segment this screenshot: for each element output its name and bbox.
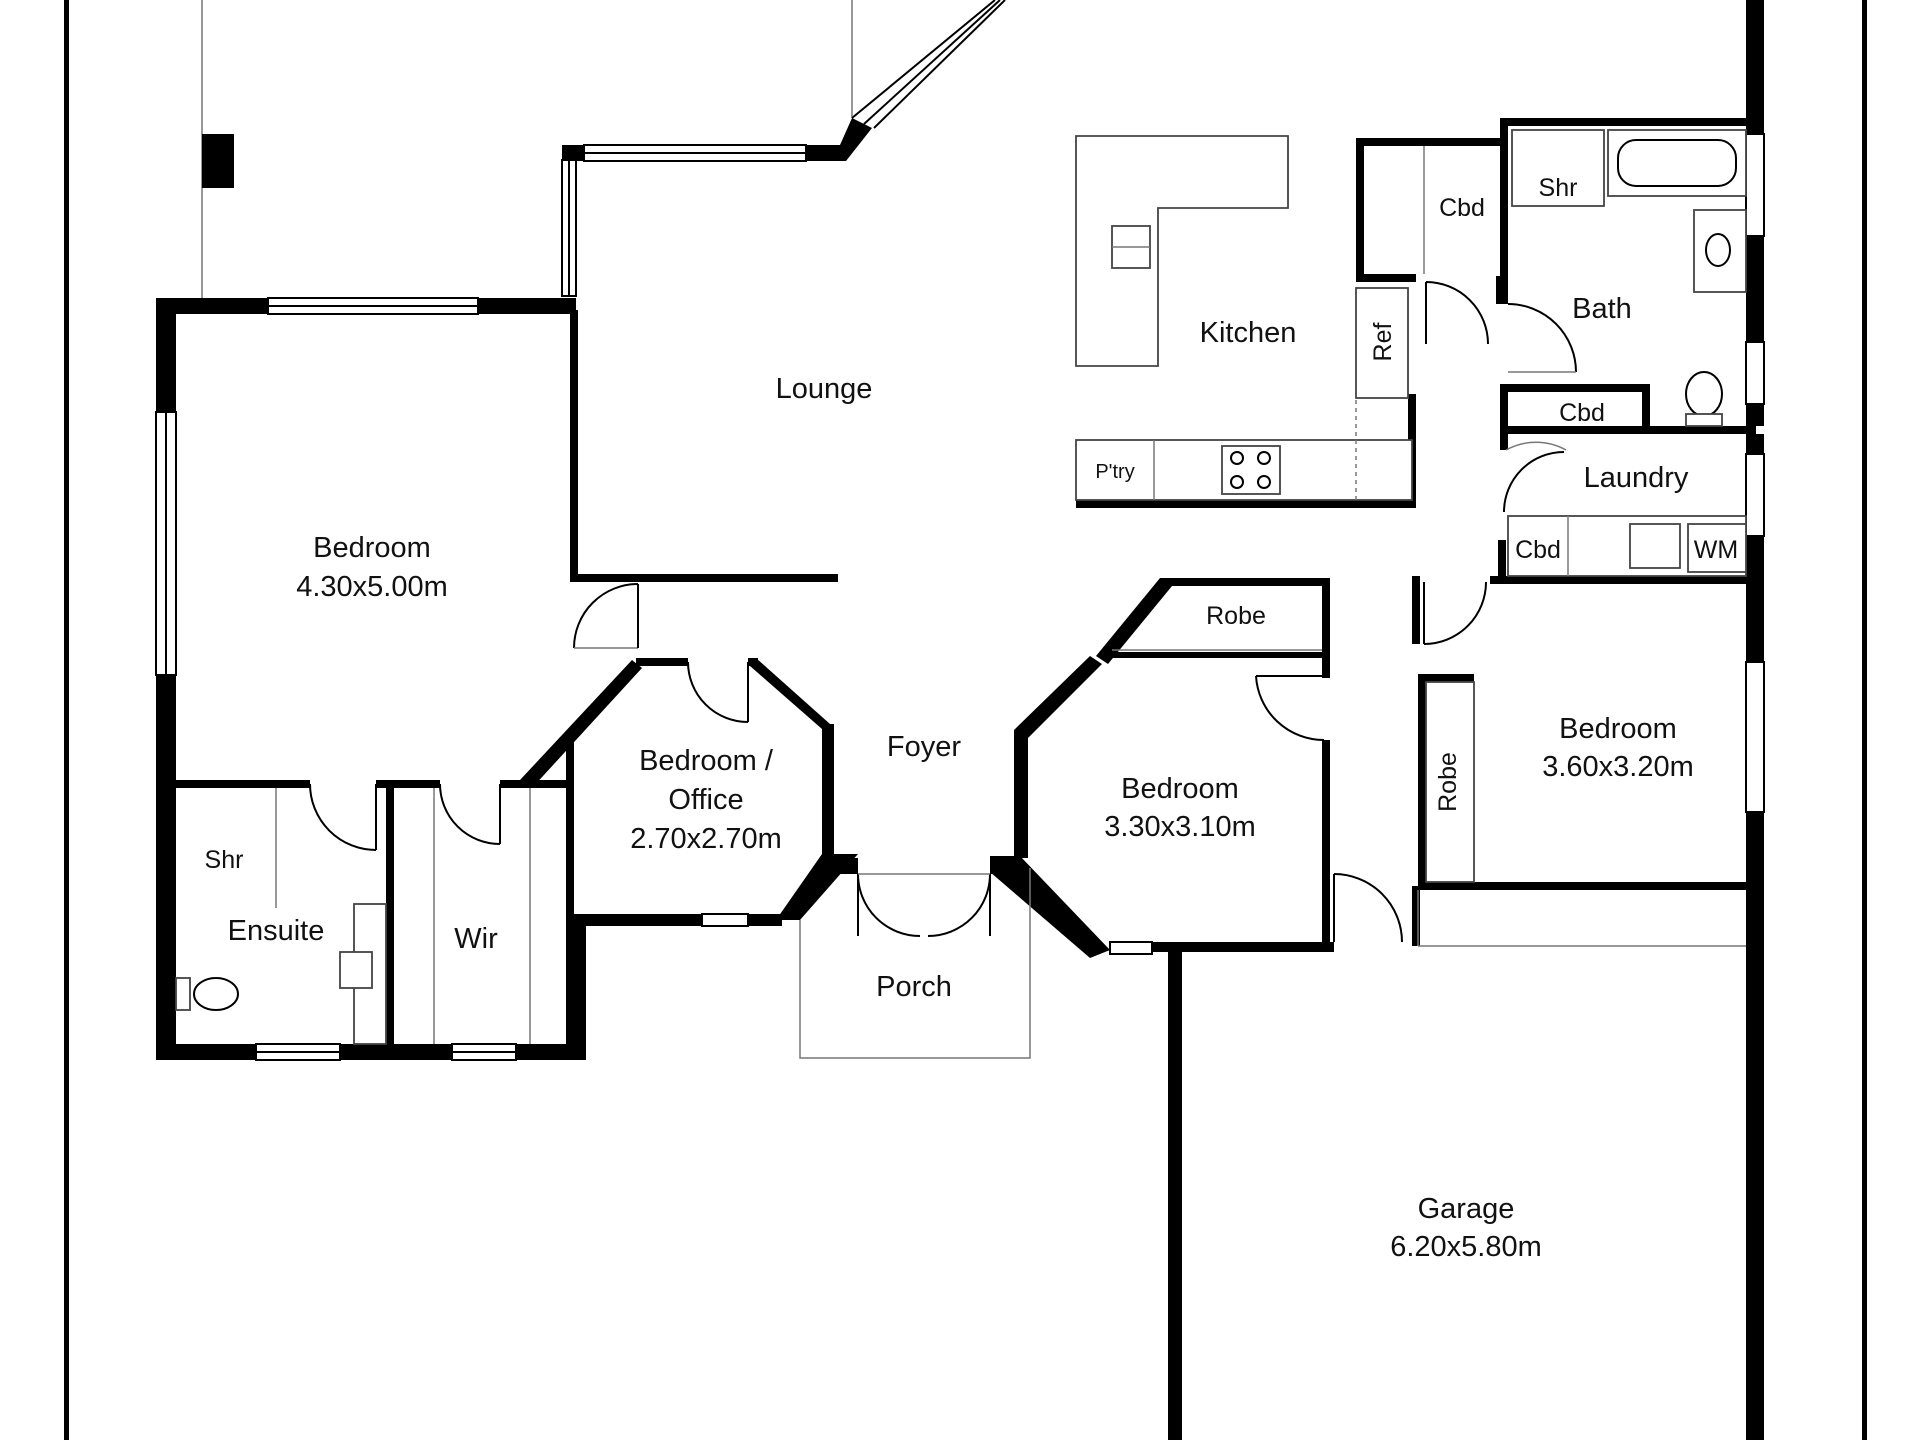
label-ensuite: Ensuite (228, 915, 325, 947)
label-bath: Bath (1572, 293, 1632, 325)
label-laundry: Laundry (1584, 462, 1689, 494)
cooktop (1221, 445, 1281, 495)
doors (309, 281, 1577, 943)
shower-bath (1511, 129, 1605, 207)
label-pantry: P'try (1095, 461, 1134, 483)
label-ref: Ref (1369, 322, 1397, 361)
ensuite-toilet-icon (193, 977, 239, 1011)
label-bedroom-center-size: 3.30x3.10m (1104, 811, 1256, 843)
toilet-icon (1685, 371, 1723, 417)
label-bedroom-right-size: 3.60x3.20m (1542, 751, 1694, 783)
vanity (1693, 209, 1747, 293)
label-kitchen: Kitchen (1200, 317, 1297, 349)
label-office-line2: Office (668, 784, 743, 816)
washing-machine (1687, 523, 1747, 573)
label-wir: Wir (454, 923, 498, 955)
kitchen-island (1075, 135, 1289, 367)
label-office-line1: Bedroom / (639, 745, 774, 777)
label-cbd-laundry-bottom: Cbd (1515, 536, 1561, 564)
label-robe-right: Robe (1434, 752, 1462, 812)
page-border (64, 0, 1867, 1440)
label-lounge: Lounge (776, 373, 873, 405)
post (202, 134, 234, 188)
fridge (1355, 287, 1409, 399)
label-cbd-bath: Cbd (1439, 194, 1485, 222)
label-porch: Porch (876, 971, 952, 1003)
label-bedroom-main: Bedroom (313, 532, 431, 564)
label-robe-center: Robe (1206, 602, 1266, 630)
label-cbd-laundry-top: Cbd (1559, 399, 1605, 427)
label-wm: WM (1694, 536, 1738, 564)
label-bedroom-center: Bedroom (1121, 773, 1239, 805)
label-garage-size: 6.20x5.80m (1390, 1231, 1542, 1263)
walls (156, 0, 1764, 1440)
alfresco-outline (201, 0, 1006, 298)
fixtures (175, 129, 1747, 1059)
label-shr-ensuite: Shr (205, 846, 244, 874)
label-office-size: 2.70x2.70m (630, 823, 782, 855)
labels: Lounge Kitchen Ref P'try Cbd Shr Bath Cb… (205, 174, 1739, 1263)
label-bedroom-main-size: 4.30x5.00m (296, 571, 448, 603)
laundry-tub (1629, 523, 1681, 569)
label-shr-bath: Shr (1539, 174, 1578, 202)
label-foyer: Foyer (887, 731, 961, 763)
windows (155, 133, 1765, 1061)
label-bedroom-right: Bedroom (1559, 713, 1677, 745)
label-garage: Garage (1418, 1193, 1515, 1225)
porch-outline (799, 868, 1031, 1059)
